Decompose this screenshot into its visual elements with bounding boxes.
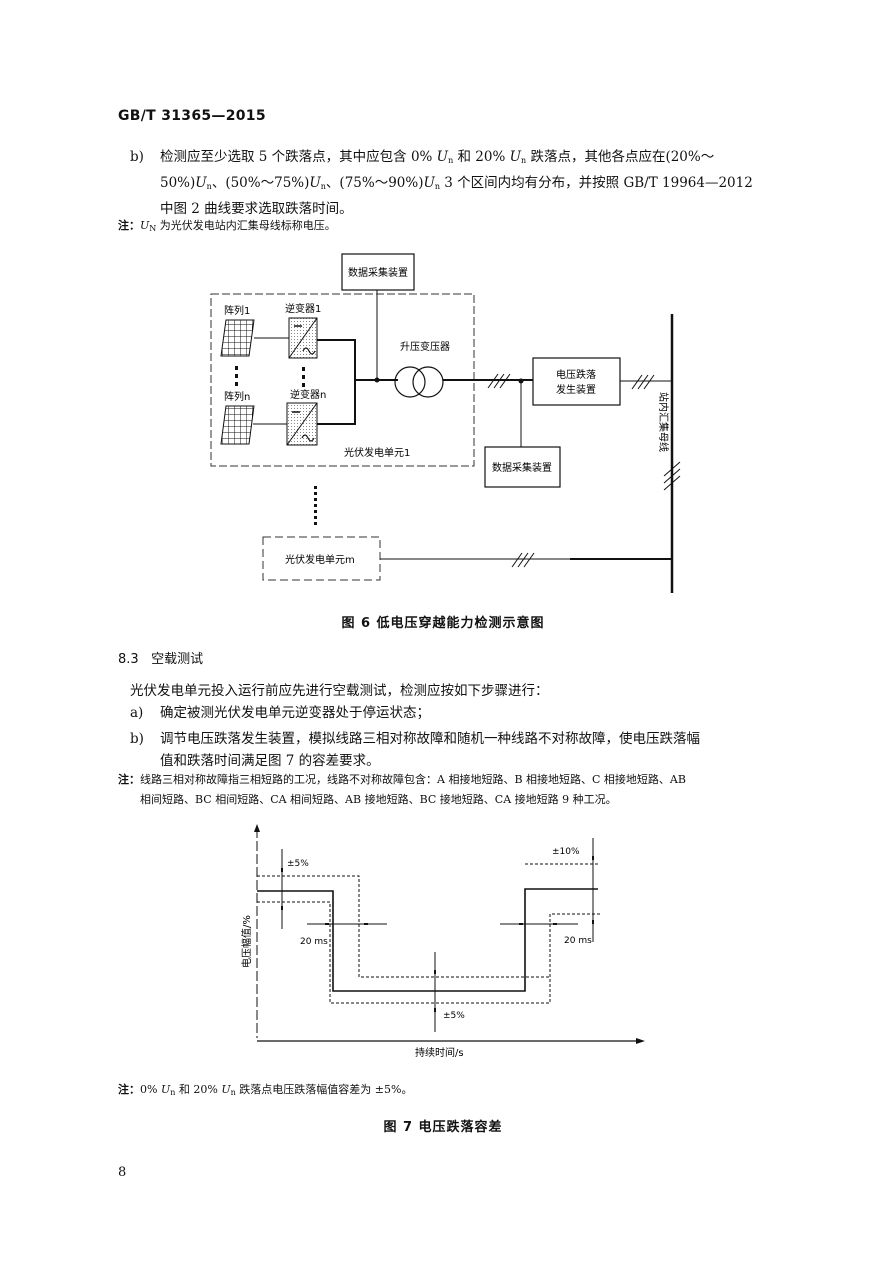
list-marker: b) — [130, 731, 144, 747]
section-8-3-body: 光伏发电单元投入运行前应先进行空载测试，检测应按如下步骤进行： a) 确定被测光伏… — [130, 680, 810, 772]
pv-unit-1-label: 光伏发电单元1 — [344, 446, 410, 459]
transformer-label: 升压变压器 — [400, 340, 450, 353]
item-b-line2: 50%)Un、(50%～75%)Un、(75%～90%)Un 3 个区间内均有分… — [130, 172, 810, 198]
sag-gen-label-1: 电压跌落 — [556, 368, 596, 381]
tolerance-right-label: ±10% — [552, 847, 580, 857]
note-line-1: 注：线路三相对称故障指三相短路的工况，线路不对称故障包含：A 相接地短路、B 相… — [118, 770, 808, 790]
voltage-nominal-curve — [257, 888, 598, 992]
item-b-line1: b) 检测应至少选取 5 个跌落点，其中应包含 0% Un 和 20% Un 跌落… — [130, 146, 810, 172]
y-axis-label: 电压幅值/% — [240, 915, 253, 968]
section-title: 空载测试 — [151, 652, 204, 667]
symbol-sub: n — [230, 1088, 236, 1097]
page-number: 8 — [118, 1165, 127, 1180]
three-phase-hash-3 — [663, 461, 681, 491]
section-8-3-note: 注：线路三相对称故障指三相短路的工况，线路不对称故障包含：A 相接地短路、B 相… — [118, 770, 808, 810]
step-up-transformer-icon — [394, 366, 444, 398]
standard-id: GB/T 31365—2015 — [118, 108, 266, 124]
item-text: 确定被测光伏发电单元逆变器处于停运状态； — [160, 705, 430, 721]
x-axis-label: 持续时间/s — [415, 1046, 464, 1059]
section-number: 8.3 — [118, 652, 139, 667]
three-phase-hash-4 — [511, 552, 535, 568]
tolerance-left-label: ±5% — [287, 859, 309, 869]
symbol-sub: N — [149, 224, 157, 233]
text: 50%) — [160, 175, 196, 191]
figure-6-caption: 图 6 低电压穿越能力检测示意图 — [341, 616, 545, 631]
symbol-sub: n — [434, 182, 441, 191]
tolerance-upper-left — [257, 875, 550, 978]
data-acquisition-box-bottom: 数据采集装置 — [484, 446, 561, 488]
ellipsis-dots-units — [314, 486, 317, 525]
note-line-2: 相间短路、BC 相间短路、CA 相间短路、AB 接地短路、BC 接地短路、CA … — [140, 793, 617, 806]
time-tolerance-right-label: 20 ms — [564, 936, 592, 946]
item-b-line3: 中图 2 曲线要求选取跌落时间。 — [160, 201, 353, 217]
text: 和 20% — [453, 149, 510, 165]
item-b-cont: 值和跌落时间满足图 7 的容差要求。 — [160, 753, 380, 769]
text: 跌落点，其他各点应在(20%～ — [526, 149, 715, 165]
ellipsis-dots-arrays — [235, 366, 238, 386]
item-a: a) 确定被测光伏发电单元逆变器处于停运状态； — [130, 702, 810, 724]
pv-unit-m-label: 光伏发电单元m — [285, 553, 355, 566]
symbol-sub: n — [521, 156, 527, 165]
symbol-u: U — [309, 175, 321, 191]
tolerance-lower — [257, 901, 602, 1004]
ellipsis-dots-inverters — [302, 367, 305, 387]
text: 3 个区间内均有分布，并按照 GB/T 19964—2012 — [440, 175, 753, 191]
data-acq-label: 数据采集装置 — [348, 266, 408, 279]
note-label: 注： — [118, 1083, 140, 1096]
intro-paragraph: 光伏发电单元投入运行前应先进行空载测试，检测应按如下步骤进行： — [130, 683, 549, 699]
figure-7-caption: 图 7 电压跌落容差 — [383, 1120, 503, 1135]
array-1-label: 阵列1 — [224, 304, 250, 317]
symbol-sub: n — [448, 156, 454, 165]
symbol-sub: n — [170, 1088, 176, 1097]
list-marker: a) — [130, 705, 144, 721]
pv-array-1-icon — [220, 319, 255, 357]
symbol-u: U — [140, 219, 150, 232]
three-phase-hash-2 — [631, 374, 655, 390]
y-axis-arrow-icon — [254, 824, 260, 832]
symbol-u: U — [160, 1083, 171, 1096]
note-text: 和 20% — [175, 1083, 222, 1096]
symbol-u: U — [436, 149, 449, 165]
symbol-u: U — [423, 175, 435, 191]
text: 、(50%～75%) — [211, 175, 310, 191]
text: 、(75%～90%) — [325, 175, 424, 191]
inverter-n-icon — [286, 402, 318, 446]
figure-7-note: 注：0% Un 和 20% Un 跌落点电压跌落幅值容差为 ±5%。 — [118, 1080, 412, 1103]
voltage-sag-generator-box: 电压跌落 发生装置 — [532, 357, 621, 406]
figure-6-diagram: 数据采集装置 阵列1 阵列n 逆变器1 逆变器n — [210, 253, 681, 593]
time-tolerance-left-label: 20 ms — [300, 937, 328, 947]
text: 检测应至少选取 5 个跌落点，其中应包含 0% — [160, 149, 437, 165]
tolerance-bottom-label: ±5% — [443, 1011, 465, 1021]
three-phase-hash-1 — [487, 373, 511, 389]
sag-gen-label-2: 发生装置 — [556, 383, 596, 396]
section-8-3-heading: 8.3 空载测试 — [118, 648, 203, 667]
item-b-top: b) 检测应至少选取 5 个跌落点，其中应包含 0% Un 和 20% Un 跌落… — [130, 146, 810, 220]
symbol-u: U — [221, 1083, 231, 1096]
symbol-u: U — [509, 149, 521, 165]
symbol-sub: n — [206, 182, 212, 191]
array-n-label: 阵列n — [224, 390, 250, 403]
note-text: 0% — [140, 1083, 161, 1096]
busbar-label: 站内汇集母线 — [657, 392, 670, 452]
data-acq-label: 数据采集装置 — [492, 461, 552, 474]
symbol-u: U — [195, 175, 207, 191]
item-text: 调节电压跌落发生装置，模拟线路三相对称故障和随机一种线路不对称故障，使电压跌落幅 — [160, 731, 700, 747]
inverter-n-label: 逆变器n — [290, 388, 326, 401]
note-label: 注： — [118, 219, 140, 232]
symbol-sub: n — [320, 182, 326, 191]
x-axis-arrow-icon — [636, 1038, 645, 1044]
note-text: 为光伏发电站内汇集母线标称电压。 — [156, 219, 336, 232]
figure-7-diagram: ±5% 20 ms ±5% ±10% 20 ms 电压幅值/% 持续时间/s — [240, 824, 645, 1059]
note-text: 跌落点电压跌落幅值容差为 ±5%。 — [235, 1083, 413, 1096]
note-top: 注：UN 为光伏发电站内汇集母线标称电压。 — [118, 216, 336, 239]
pv-array-n-icon — [220, 405, 255, 445]
note-text: 线路三相对称故障指三相短路的工况，线路不对称故障包含：A 相接地短路、B 相接地… — [140, 773, 686, 786]
note-label: 注： — [118, 773, 140, 786]
list-marker: b) — [130, 149, 144, 165]
inverter-1-label: 逆变器1 — [285, 302, 321, 315]
data-acquisition-box-top: 数据采集装置 — [341, 253, 415, 291]
item-b: b) 调节电压跌落发生装置，模拟线路三相对称故障和随机一种线路不对称故障，使电压跌… — [130, 728, 810, 750]
